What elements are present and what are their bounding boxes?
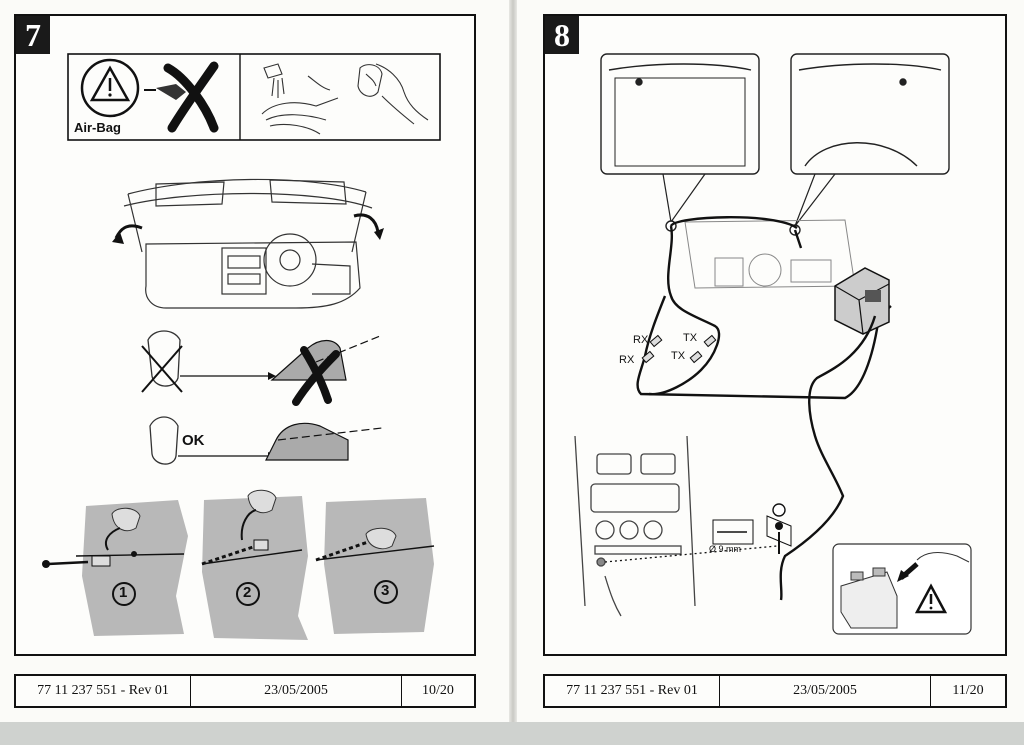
page-gutter — [509, 0, 517, 722]
footer-date: 23/05/2005 — [191, 676, 402, 706]
main-harness — [636, 295, 892, 400]
drill-detail — [712, 503, 792, 554]
ok-label: OK — [182, 432, 205, 449]
dashboard-drawing — [123, 178, 373, 309]
wash-hands-icon — [261, 63, 339, 135]
control-module — [834, 267, 890, 335]
step-3-number: 3 — [381, 582, 390, 599]
arrow-right-icon — [353, 213, 380, 233]
battery-warning-inset — [832, 543, 972, 635]
footer-reference: 77 11 237 551 - Rev 01 — [16, 676, 191, 706]
footer-page-number: 10/20 — [422, 683, 454, 698]
wrong-mounting-diagram — [141, 330, 381, 406]
step-1-panel — [42, 500, 188, 636]
airbag-label: Air-Bag — [74, 120, 121, 135]
antenna-wiring — [648, 216, 803, 396]
left-footer: 77 11 237 551 - Rev 01 23/05/2005 10/20 — [14, 674, 476, 708]
step-8-panel: 8 — [543, 14, 1007, 656]
footer-date: 23/05/2005 — [720, 676, 931, 706]
drill-size-label: Ø 9 mm — [709, 544, 742, 554]
windscreen-left-callout — [600, 53, 760, 232]
tx-label-lower: TX — [671, 350, 686, 362]
center-console — [574, 435, 696, 617]
correct-mounting-diagram — [149, 416, 383, 465]
step-number-7: 7 — [16, 16, 50, 54]
warning-triangle-icon — [914, 583, 948, 614]
tx-label-upper: TX — [683, 332, 698, 344]
footer-page-number: 11/20 — [952, 683, 984, 698]
step-8-illustration — [574, 53, 972, 635]
step-number-8: 8 — [545, 16, 579, 54]
windscreen-right-callout — [789, 53, 950, 236]
power-cable — [779, 315, 877, 601]
step-7-panel: 7 — [14, 14, 476, 656]
rx-label-upper: RX — [633, 334, 649, 346]
no-drill-icon — [144, 61, 219, 133]
right-footer: 77 11 237 551 - Rev 01 23/05/2005 11/20 — [543, 674, 1007, 708]
step-3-panel — [315, 498, 435, 634]
no-icon — [292, 346, 340, 406]
step-1-number: 1 — [119, 584, 128, 601]
step-7-illustration — [42, 53, 441, 640]
footer-reference: 77 11 237 551 - Rev 01 — [545, 676, 720, 706]
rx-label-lower: RX — [619, 354, 635, 366]
step-2-panel — [201, 489, 308, 640]
dashboard-drawing — [684, 219, 856, 289]
warning-header-box — [67, 53, 441, 141]
airbag-warning-icon — [80, 58, 140, 118]
clean-surface-icon — [357, 63, 429, 125]
scan-bottom-strip — [0, 722, 1024, 745]
step-2-number: 2 — [243, 584, 252, 601]
